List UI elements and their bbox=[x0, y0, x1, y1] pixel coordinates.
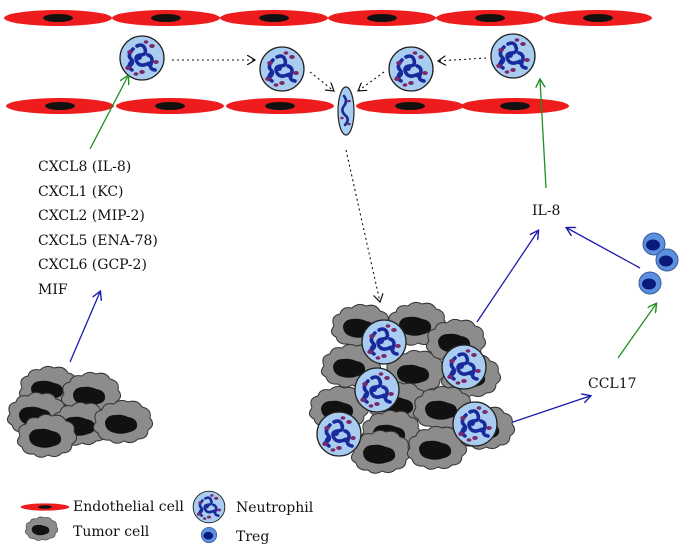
legend-neutrophil-icon bbox=[191, 489, 227, 525]
endothelial-cell bbox=[461, 98, 569, 114]
endothelial-cell bbox=[436, 10, 544, 26]
migration-arrows bbox=[172, 58, 487, 302]
tumor-neutrophil bbox=[440, 343, 488, 391]
neutrophil-rolling-3 bbox=[387, 45, 435, 93]
endothelial-cell bbox=[112, 10, 220, 26]
dotted-arrow bbox=[438, 58, 487, 61]
tumor-neutrophil bbox=[360, 318, 408, 366]
green-arrow-il8-to-vessel bbox=[540, 80, 547, 189]
neutrophil-transmigrating bbox=[337, 86, 355, 136]
ccl17-label: CCL17 bbox=[588, 376, 637, 392]
tumor-neutrophil bbox=[451, 400, 499, 448]
chemokine-label: MIF bbox=[38, 282, 68, 298]
tumor-cluster-left bbox=[6, 365, 154, 458]
tumor-neutrophil bbox=[353, 366, 401, 414]
legend-neutrophil-label: Neutrophil bbox=[236, 500, 314, 516]
endothelial-cell bbox=[116, 98, 224, 114]
blue-arrow-tan-to-il8 bbox=[476, 231, 538, 323]
vessel-top-wall bbox=[4, 10, 652, 26]
legend-endothelial-label: Endothelial cell bbox=[73, 499, 184, 515]
blue-arrow-tumor-to-chemokines bbox=[69, 292, 100, 363]
endothelial-cell bbox=[6, 98, 114, 114]
endothelial-cell bbox=[356, 98, 464, 114]
blue-arrow-treg-to-il8 bbox=[567, 228, 641, 269]
treg-cell bbox=[638, 271, 662, 295]
legend-tumor-icon bbox=[25, 516, 59, 541]
endothelial-cell bbox=[544, 10, 652, 26]
legend-treg-label: Treg bbox=[236, 529, 270, 545]
neutrophil-rolling-2 bbox=[258, 45, 306, 93]
chemokine-label: CXCL2 (MIP-2) bbox=[38, 208, 145, 224]
neutrophil-rolling-1 bbox=[118, 34, 166, 82]
tumor-neutrophil bbox=[315, 410, 363, 458]
treg-cluster bbox=[638, 232, 679, 295]
chemokine-label: CXCL1 (KC) bbox=[38, 184, 124, 200]
dotted-arrow bbox=[309, 71, 334, 91]
legend-tumor-label: Tumor cell bbox=[73, 524, 150, 540]
blue-arrow-tan-to-ccl17 bbox=[503, 396, 590, 426]
endothelial-cell bbox=[226, 98, 334, 114]
green-arrow-chemokines-to-vessel bbox=[89, 76, 128, 150]
dotted-arrow bbox=[358, 71, 385, 91]
green-arrow-ccl17-to-treg bbox=[617, 304, 656, 359]
vessel-bottom-wall bbox=[6, 98, 569, 114]
neutrophil-rolling-4 bbox=[489, 32, 537, 80]
endothelial-cell bbox=[220, 10, 328, 26]
endothelial-cell bbox=[328, 10, 436, 26]
endothelial-cell bbox=[4, 10, 112, 26]
legend-endothelial-icon bbox=[20, 503, 70, 511]
legend-treg-icon bbox=[200, 526, 218, 544]
chemokine-label: CXCL5 (ENA-78) bbox=[38, 233, 158, 249]
treg-cell bbox=[655, 248, 679, 272]
dotted-arrow-to-tumor bbox=[345, 149, 380, 302]
chemokine-label: CXCL6 (GCP-2) bbox=[38, 257, 147, 273]
il8-label: IL-8 bbox=[532, 203, 561, 219]
chemokine-label: CXCL8 (IL-8) bbox=[38, 159, 132, 175]
